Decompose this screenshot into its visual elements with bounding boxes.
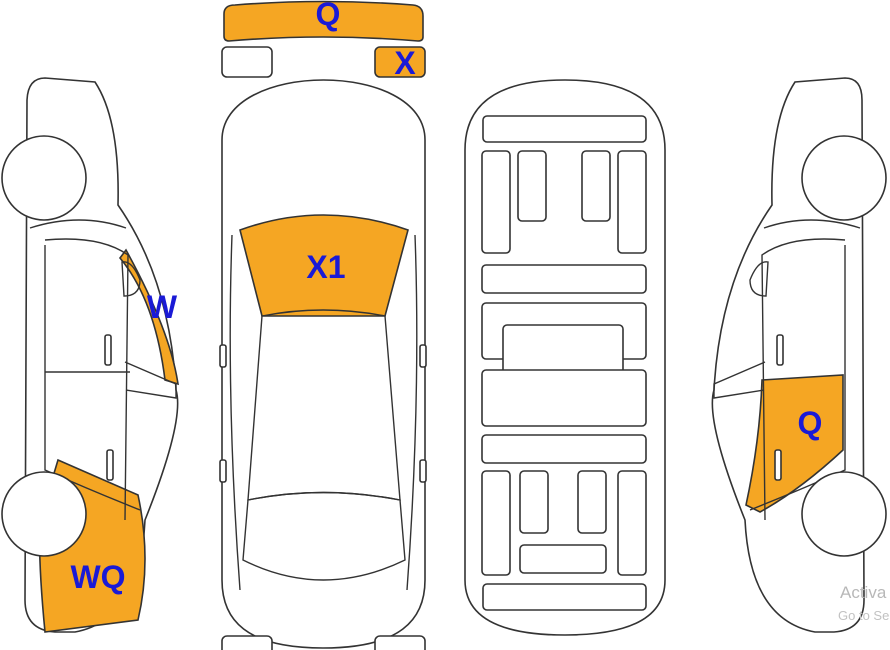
underbody-mid-rear-bar — [481, 434, 647, 464]
right-rear-door-panel — [745, 374, 844, 513]
left-door-lower-line — [44, 245, 141, 511]
left-front-door-edge-label: W — [147, 289, 178, 325]
underbody-rear-tank — [519, 544, 607, 574]
right-mirror-glass — [749, 261, 769, 297]
front-bumper-strip: Q — [223, 0, 424, 42]
rear-window-outline — [242, 491, 406, 581]
right-window-line — [761, 238, 846, 521]
left-beltline — [29, 219, 127, 229]
left-front-wheel — [1, 135, 87, 221]
car-top-body-outline — [221, 79, 426, 649]
underbody-rear-crossmember — [482, 583, 647, 611]
underbody-mid-front-bar — [481, 264, 647, 294]
left-front-door-handle — [104, 334, 112, 366]
right-rear-handle — [419, 459, 427, 483]
right-mirror — [419, 344, 427, 368]
underbody-front-left-rail — [481, 150, 511, 254]
right-rear-door-handle — [774, 449, 782, 481]
hood-panel — [239, 214, 409, 317]
left-mirror — [219, 344, 227, 368]
underbody-rear-left-pan — [519, 470, 549, 534]
underbody-front-crossmember — [482, 115, 647, 143]
left-mirror-glass — [121, 261, 141, 297]
underbody-center-rear — [481, 369, 647, 427]
right-mirror-outline — [713, 361, 766, 399]
right-headlight-group: X — [374, 45, 426, 81]
right-beltline — [763, 219, 861, 229]
right-front-wheel — [801, 135, 887, 221]
underbody-rear-right-pan — [577, 470, 607, 534]
left-rear-quarter-label: WQ — [70, 559, 125, 595]
left-headlight-panel — [221, 46, 273, 78]
right-front-door-handle — [776, 334, 784, 366]
left-side-line — [229, 234, 241, 591]
left-rear-wheel — [1, 471, 87, 557]
right-taillight-panel — [374, 635, 426, 650]
right-rear-door-label: Q — [798, 405, 823, 441]
activation-watermark-line1: Activa — [840, 583, 887, 602]
activation-watermark-line2: Go to Se — [838, 608, 889, 623]
hood-label: X1 — [306, 249, 345, 285]
front-bumper-panel — [223, 0, 424, 42]
car-top-view: X1 — [219, 79, 427, 649]
right-side-line — [406, 234, 418, 591]
car-right-side-view: Q — [711, 77, 887, 633]
right-rear-wheel — [801, 471, 887, 557]
underbody-rear-right-rail — [617, 470, 647, 576]
left-mirror-outline — [124, 361, 177, 399]
car-left-side-view: WQ W — [1, 77, 179, 633]
underbody-front-right-rail — [617, 150, 647, 254]
car-underbody-view — [464, 79, 666, 636]
left-taillight-panel — [221, 635, 273, 650]
right-headlight-label: X — [394, 45, 416, 81]
left-window-line — [44, 238, 129, 521]
underbody-front-left-pan — [517, 150, 547, 222]
left-rear-door-handle — [106, 449, 114, 481]
left-rear-handle — [219, 459, 227, 483]
front-bumper-label: Q — [316, 0, 341, 32]
right-headlight-panel — [374, 46, 426, 78]
underbody-rear-left-rail — [481, 470, 511, 576]
underbody-front-right-pan — [581, 150, 611, 222]
